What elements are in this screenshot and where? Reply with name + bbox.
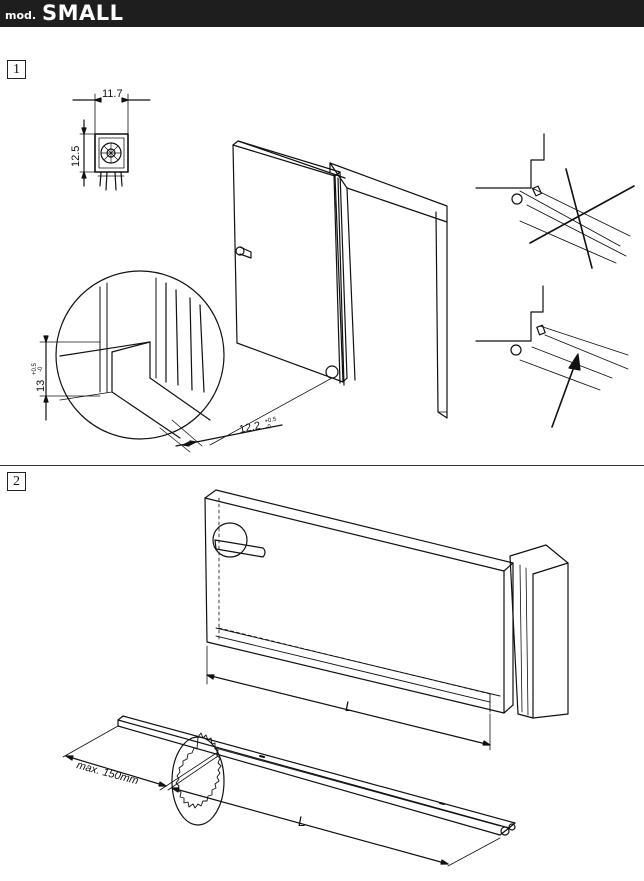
- floor-gap-value: 13: [35, 380, 47, 392]
- offset-tol-minus: -0: [265, 424, 272, 431]
- door-length-label: L: [345, 698, 353, 714]
- offset-value: 12.2: [238, 420, 261, 436]
- profile-cross-section: 11.7 12.5: [70, 88, 151, 191]
- correct-orientation-detail: [475, 285, 629, 428]
- offset-tol-plus: +0.5: [264, 416, 277, 424]
- wrong-orientation-detail: [475, 133, 635, 269]
- model-title: SMALL: [42, 1, 124, 25]
- max-cut-label: max. 150mm: [75, 759, 140, 787]
- seal-profile: [117, 715, 516, 836]
- floor-gap-dimension: 13 +0.5 -0: [32, 335, 101, 421]
- width-dimension: 11.7: [102, 88, 123, 100]
- floor-gap-tol-minus: -0: [38, 366, 44, 372]
- profile-length-label: L: [298, 813, 306, 829]
- offset-dimension: 12.2 +0.5 -0: [159, 416, 283, 453]
- saw-blade: [171, 732, 225, 826]
- door-length-dimension: L: [206, 645, 491, 751]
- profile-length-dimension: L: [167, 755, 501, 867]
- magnified-detail: [55, 270, 225, 440]
- height-dimension: 12.5: [70, 146, 82, 167]
- door-handle: [235, 246, 252, 259]
- step-1-marker: 1: [7, 60, 26, 79]
- header-bar: mod. SMALL: [0, 0, 644, 27]
- detail-leader-line: [209, 377, 333, 446]
- model-prefix: mod.: [5, 9, 37, 22]
- door-panel-2: [204, 489, 514, 714]
- step-2-marker: 2: [7, 472, 26, 491]
- door-frame: [329, 162, 448, 419]
- door-frame-2: [509, 544, 569, 719]
- floor-gap-tol-plus: +0.5: [32, 362, 38, 375]
- door-handle-2: [212, 522, 266, 558]
- section-divider: [0, 465, 644, 466]
